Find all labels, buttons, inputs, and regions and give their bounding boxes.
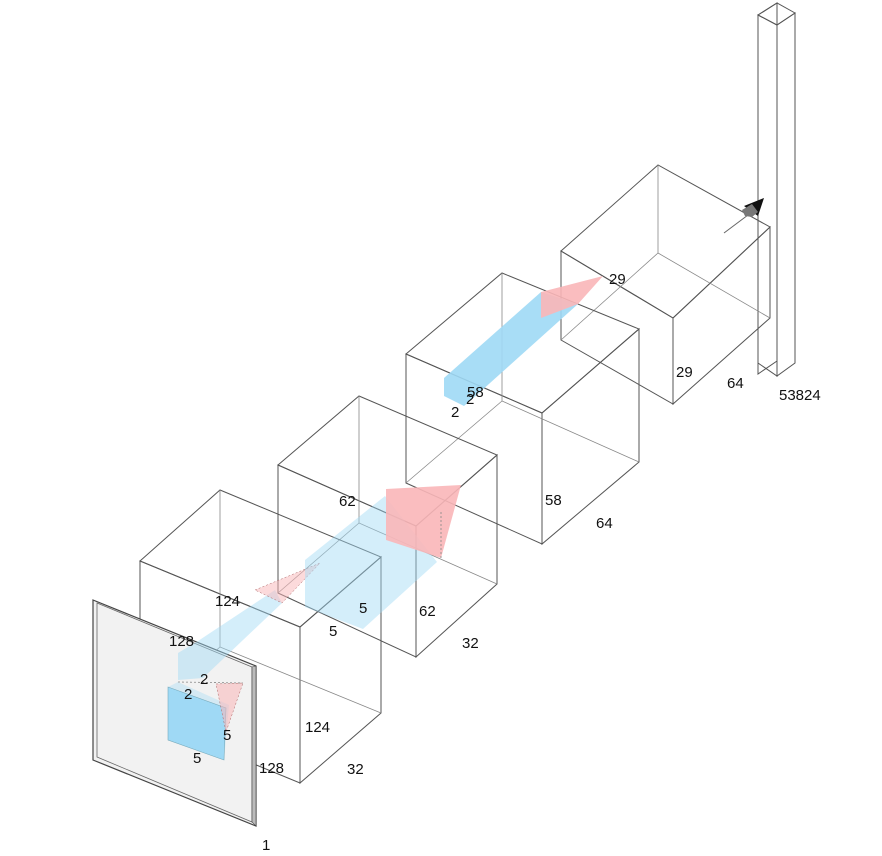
- conv1-kernel-w-label: 5: [193, 750, 201, 767]
- conv2-kernel: [305, 485, 461, 629]
- conv2-height-label: 58: [545, 492, 562, 509]
- conv2-volume: [405, 272, 640, 546]
- pool1-kernel: [178, 562, 321, 680]
- flatten-arrow: [723, 198, 764, 234]
- pool2-kernel-w-label: 2: [451, 404, 459, 421]
- conv1-depth-label: 32: [347, 761, 364, 778]
- conv2-depth-label: 64: [596, 515, 613, 532]
- pool2-volume: [560, 164, 771, 406]
- pool1-depth-label: 32: [462, 635, 479, 652]
- input-width-label: 128: [169, 633, 194, 650]
- conv2-kernel-w-label: 5: [329, 623, 337, 640]
- conv2-width-label: 58: [467, 384, 484, 401]
- pool2-width-label: 29: [609, 271, 626, 288]
- input-height-label: 128: [259, 760, 284, 777]
- flatten-layer: [757, 2, 796, 377]
- pool1-height-label: 62: [419, 603, 436, 620]
- pool1-kernel-w-label: 2: [184, 686, 192, 703]
- pool1-volume: [277, 395, 498, 659]
- pool1-kernel-h-label: 2: [200, 671, 208, 688]
- conv2-kernel-h-label: 5: [359, 600, 367, 617]
- conv1-height-label: 124: [305, 719, 330, 736]
- conv1-kernel-h-label: 5: [223, 727, 231, 744]
- flatten-size-label: 53824: [779, 387, 821, 404]
- pool2-height-label: 29: [676, 364, 693, 381]
- pool1-width-label: 62: [339, 493, 356, 510]
- conv1-kernel: [167, 681, 244, 761]
- pool2-kernel: [444, 276, 603, 406]
- conv1-width-label: 124: [215, 593, 240, 610]
- input-depth-label: 1: [262, 837, 270, 854]
- pool2-depth-label: 64: [727, 375, 744, 392]
- pool2-kernel-h-label: 2: [466, 391, 474, 408]
